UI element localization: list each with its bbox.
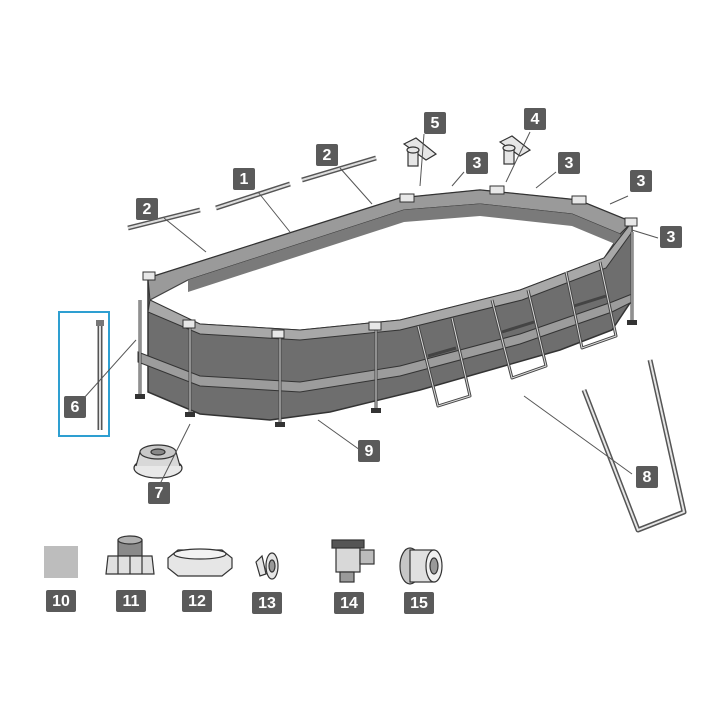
badge-part-7: 7: [148, 482, 170, 504]
pool-t-joints: [142, 185, 638, 339]
vertical-leg-part-6: [58, 311, 110, 437]
badge-label-3-d: 3: [667, 229, 676, 246]
badge-part-11: 11: [116, 590, 146, 612]
badge-part-3-a: 3: [466, 152, 488, 174]
pool-assembly: [135, 185, 638, 427]
badge-label-2-left: 2: [143, 201, 152, 218]
liner-patch-part-10: [44, 546, 78, 578]
badge-label-9: 9: [365, 443, 374, 460]
badge-part-13: 13: [252, 592, 282, 614]
badge-label-12: 12: [188, 593, 206, 610]
valve-part-14: [331, 539, 375, 583]
badge-part-9: 9: [358, 440, 380, 462]
badge-label-7: 7: [155, 485, 164, 502]
badge-part-1: 1: [233, 168, 255, 190]
strainer-nut-part-12: [167, 548, 233, 577]
badge-part-8: 8: [636, 466, 658, 488]
top-rail-part-1: [215, 181, 291, 211]
badge-part-2-left: 2: [136, 198, 158, 220]
badge-part-12: 12: [182, 590, 212, 612]
badge-part-3-c: 3: [630, 170, 652, 192]
top-rail-part-2-right: [301, 155, 377, 183]
badge-label-3-c: 3: [637, 173, 646, 190]
badge-part-6: 6: [64, 396, 86, 418]
highlight-frame: [58, 311, 110, 437]
badge-part-3-d: 3: [660, 226, 682, 248]
pool-leg-inner: [139, 232, 633, 424]
pool-feet: [135, 320, 637, 427]
badge-label-14: 14: [340, 595, 358, 612]
pool-ladder-highlight: [417, 261, 617, 407]
top-rail-part-2-left: [127, 207, 201, 231]
leg-foot-part-7: [133, 444, 183, 479]
hose-adapter-part-11: [105, 535, 155, 575]
fitting-part-15: [399, 547, 443, 585]
plug-part-13: [255, 552, 279, 580]
t-connector-part-4: [498, 135, 532, 165]
badge-label-3-a: 3: [473, 155, 482, 172]
badge-part-4: 4: [524, 108, 546, 130]
badge-part-10: 10: [46, 590, 76, 612]
leader-lines: [83, 131, 659, 489]
badge-label-3-b: 3: [565, 155, 574, 172]
badge-label-11: 11: [123, 593, 140, 610]
badge-part-3-b: 3: [558, 152, 580, 174]
badge-part-5: 5: [424, 112, 446, 134]
ladder-part-8: [581, 359, 687, 533]
badge-label-4: 4: [531, 111, 540, 128]
badge-label-10: 10: [52, 593, 70, 610]
badge-label-2-right: 2: [323, 147, 332, 164]
badge-label-1: 1: [240, 171, 249, 188]
badge-label-8: 8: [643, 469, 652, 486]
badge-label-6: 6: [71, 399, 80, 416]
pool-inner-wall: [188, 204, 620, 292]
badge-label-15: 15: [410, 595, 428, 612]
badge-part-14: 14: [334, 592, 364, 614]
t-connector-part-5: [402, 137, 438, 167]
badge-label-5: 5: [431, 115, 440, 132]
badge-part-15: 15: [404, 592, 434, 614]
badge-part-2-right: 2: [316, 144, 338, 166]
badge-label-13: 13: [258, 595, 276, 612]
